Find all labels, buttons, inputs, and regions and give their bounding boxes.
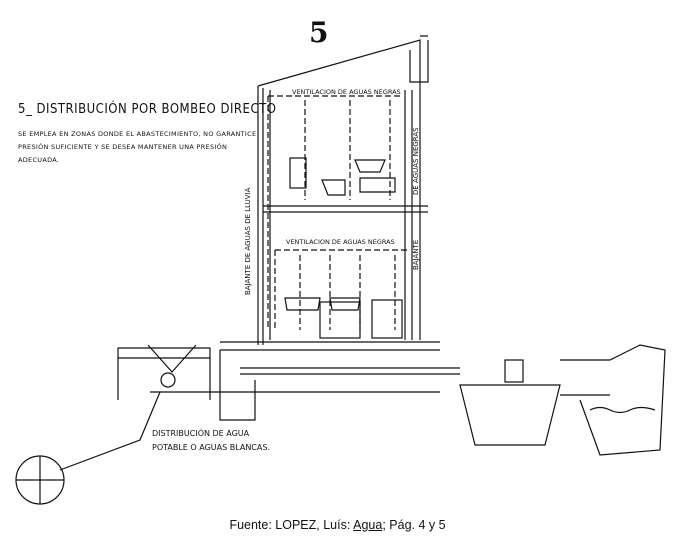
caption-book: Agua (353, 518, 383, 532)
vent-line-column (304, 100, 391, 200)
septic-tank (459, 384, 561, 446)
label-vent-lower: VENTILACION DE AGUAS NEGRAS (286, 238, 395, 246)
ground-floor-slab (220, 341, 440, 351)
label-vent-upper: VENTILACION DE AGUAS NEGRAS (292, 88, 401, 96)
upper-toilet (321, 179, 346, 196)
upper-sink (354, 159, 386, 173)
diagram-title: 5_ DISTRIBUCIÓN POR BOMBEO DIRECTO (18, 102, 277, 117)
label-rain-downpipe: BAJANTE DE AGUAS DE LLUVIA (244, 187, 252, 295)
building-outline (257, 39, 421, 345)
black-water-downpipe (404, 90, 413, 340)
river-bank (560, 344, 666, 456)
upper-tub (359, 177, 396, 193)
diagram-description: SE EMPLEA EN ZONAS DONDE EL ABASTECIMIEN… (18, 128, 258, 167)
plumbing-diagram: BAJANTE DE AGUAS DE LLUVIA DE AGUAS NEGR… (15, 35, 666, 505)
septic-inlet-cap (504, 359, 524, 383)
left-ground (117, 347, 211, 400)
water-main-cross (16, 456, 64, 504)
label-distribution-1: DISTRIBUCIÓN DE AGUA (152, 427, 250, 438)
label-black-water-downpipe: DE AGUAS NEGRAS (412, 127, 420, 195)
source-caption: Fuente: LOPEZ, Luís: Agua; Pág. 4 y 5 (0, 518, 675, 532)
foundation-right (219, 350, 256, 421)
upper-floor-slab (263, 205, 428, 213)
lower-cabinet (319, 301, 361, 339)
description-line-2: PRESIÓN SUFICIENTE Y SE DESEA MANTENER U… (18, 143, 228, 164)
pump (160, 372, 176, 388)
vent-line-lower (274, 249, 410, 330)
vent-line-upper (267, 95, 400, 330)
label-distribution-2: POTABLE O AGUAS BLANCAS. (152, 443, 270, 452)
description-line-1: SE EMPLEA EN ZONAS DONDE EL ABASTECIMIEN… (18, 130, 257, 138)
roof-vent (409, 35, 429, 83)
lower-washbasins (284, 297, 361, 311)
upper-water-heater (289, 157, 307, 189)
river-water (589, 406, 656, 414)
water-supply-riser (299, 255, 396, 330)
caption-suffix: ; Pág. 4 y 5 (382, 518, 446, 532)
page-number: 5 (309, 16, 329, 49)
main-drain (240, 367, 460, 375)
label-downpipe: BAJANTE (412, 240, 420, 270)
lower-water-tank (371, 299, 403, 339)
distribution-pipe (59, 391, 161, 471)
pump-pit (147, 344, 197, 373)
caption-prefix: Fuente: LOPEZ, Luís: (229, 518, 354, 532)
